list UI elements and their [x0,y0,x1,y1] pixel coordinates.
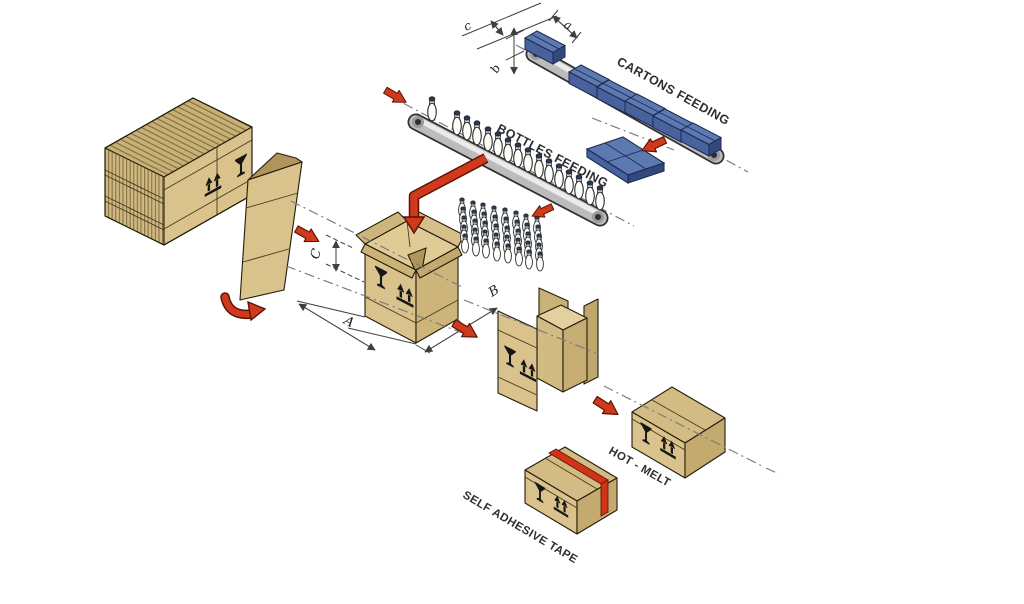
flow-arrow-blank-to-case [292,222,323,249]
bottle-transfer-elbow-arrow [402,153,489,235]
carton-pickup-blank [585,136,666,185]
case-filling-station [497,287,599,412]
hot-melt-case [631,386,726,479]
dimension-B-label: B [485,283,502,301]
blank-opening [220,152,303,322]
case-flap-dimension: C [308,234,365,283]
self-adhesive-tape-case [524,446,618,535]
dimension-c-label: c [461,18,473,34]
dimension-a-label: a [562,17,575,33]
bottles-on-conveyor [427,96,605,211]
dimension-b-label: b [487,62,503,76]
flat-blanks-magazine [104,97,253,246]
rotate-arrow-head [247,300,267,322]
flow-arrow-collation [528,200,556,223]
bottles-conveyor [407,113,609,227]
carton-pickup-axis-line [591,117,675,151]
flow-arrow-filling-to-closing [590,392,623,422]
bottle-collation-grid [458,197,544,272]
dimension-A-label: A [340,313,356,331]
rotate-arrow [221,293,256,318]
cartons-on-conveyor [524,30,722,157]
case-erecting-open-box [355,208,465,344]
tape-strip-side [600,479,609,517]
dimension-C-label: C [308,247,326,262]
flow-axis-overlay [285,200,780,475]
